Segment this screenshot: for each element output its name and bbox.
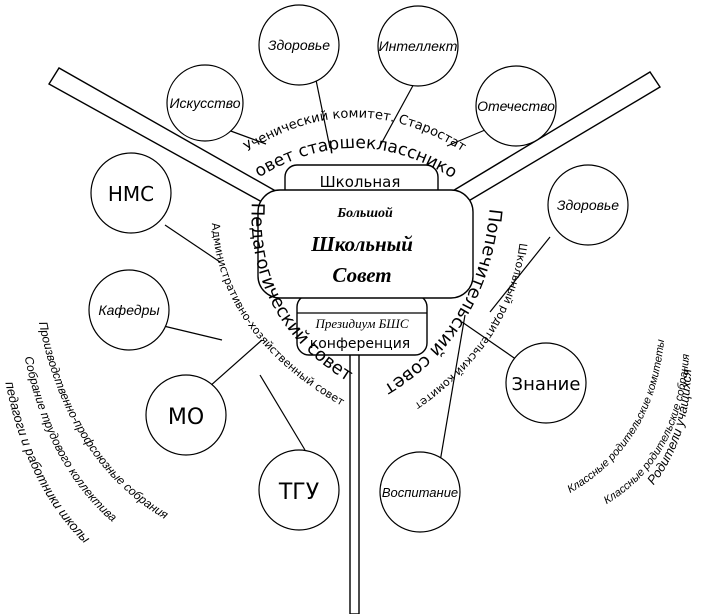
tgu-label: ТГУ	[278, 480, 320, 505]
main-line2: Совет	[332, 263, 391, 287]
circle-art: Искусство	[166, 64, 244, 142]
art-label: Искусство	[169, 95, 240, 111]
root-left-2: Собрание трудового коллектива	[22, 355, 120, 525]
circle-departments: Кафедры	[88, 269, 170, 351]
presidium-label: Президиум БШС	[314, 316, 408, 331]
central-council-block: Школьная Большой Школьный Совет Президиу…	[257, 164, 474, 356]
school-top-label: Школьная	[320, 173, 401, 191]
main-line1: Школьный	[310, 232, 413, 256]
circle-health-top: Здоровье	[258, 4, 340, 86]
circle-upbringing: Воспитание	[379, 451, 461, 533]
circle-mo: МО	[145, 374, 227, 456]
circle-tgu: ТГУ	[258, 449, 340, 531]
circle-health-right: Здоровье	[547, 164, 629, 246]
departments-label: Кафедры	[98, 302, 160, 318]
mo-label: МО	[168, 405, 204, 430]
fatherland-label: Отечество	[477, 98, 555, 114]
health-right-label: Здоровье	[557, 197, 619, 213]
trunk	[349, 319, 360, 614]
circle-knowledge: Знание	[505, 342, 587, 424]
circle-intellect: Интеллект	[377, 5, 459, 87]
big-school-council-box	[257, 189, 474, 299]
knowledge-label: Знание	[512, 374, 581, 395]
circle-nms: НМС	[90, 152, 172, 234]
intellect-label: Интеллект	[379, 38, 458, 54]
nms-label: НМС	[108, 182, 154, 206]
upbringing-label: Воспитание	[382, 485, 458, 500]
health-top-label: Здоровье	[268, 37, 330, 53]
circle-fatherland: Отечество	[475, 65, 557, 147]
big-label: Большой	[336, 206, 393, 221]
conference-label: конференция	[310, 336, 410, 352]
